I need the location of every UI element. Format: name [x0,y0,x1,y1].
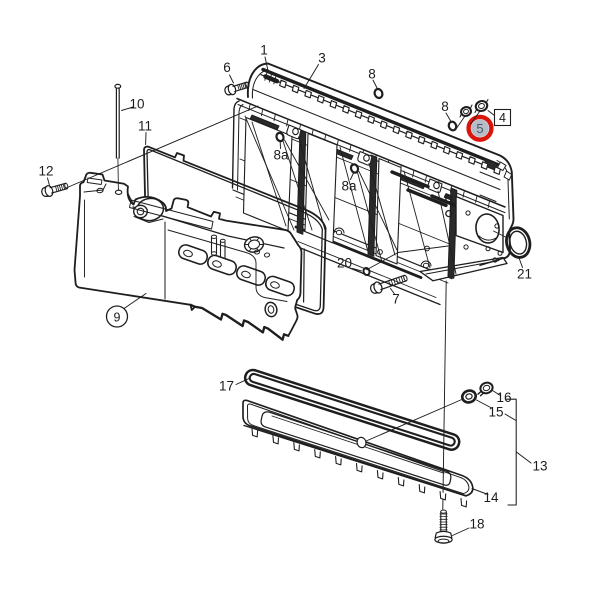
svg-text:16: 16 [496,390,511,405]
svg-text:8: 8 [368,67,376,82]
svg-text:13: 13 [532,459,547,474]
svg-text:10: 10 [129,97,144,112]
svg-text:3: 3 [318,51,326,66]
svg-text:21: 21 [517,267,532,282]
svg-text:5: 5 [476,121,483,136]
svg-text:7: 7 [392,292,400,307]
svg-text:6: 6 [223,60,231,75]
svg-text:9: 9 [114,310,121,324]
svg-text:11: 11 [138,119,152,134]
svg-text:15: 15 [488,405,503,420]
svg-text:12: 12 [38,164,53,179]
svg-text:14: 14 [483,490,499,505]
svg-text:1: 1 [260,43,268,58]
svg-text:18: 18 [469,517,484,532]
svg-text:8a: 8a [273,148,289,163]
svg-text:8a: 8a [341,179,357,194]
svg-text:4: 4 [499,111,506,125]
svg-text:20: 20 [337,256,352,271]
svg-text:17: 17 [219,379,234,394]
svg-text:8: 8 [441,99,449,114]
